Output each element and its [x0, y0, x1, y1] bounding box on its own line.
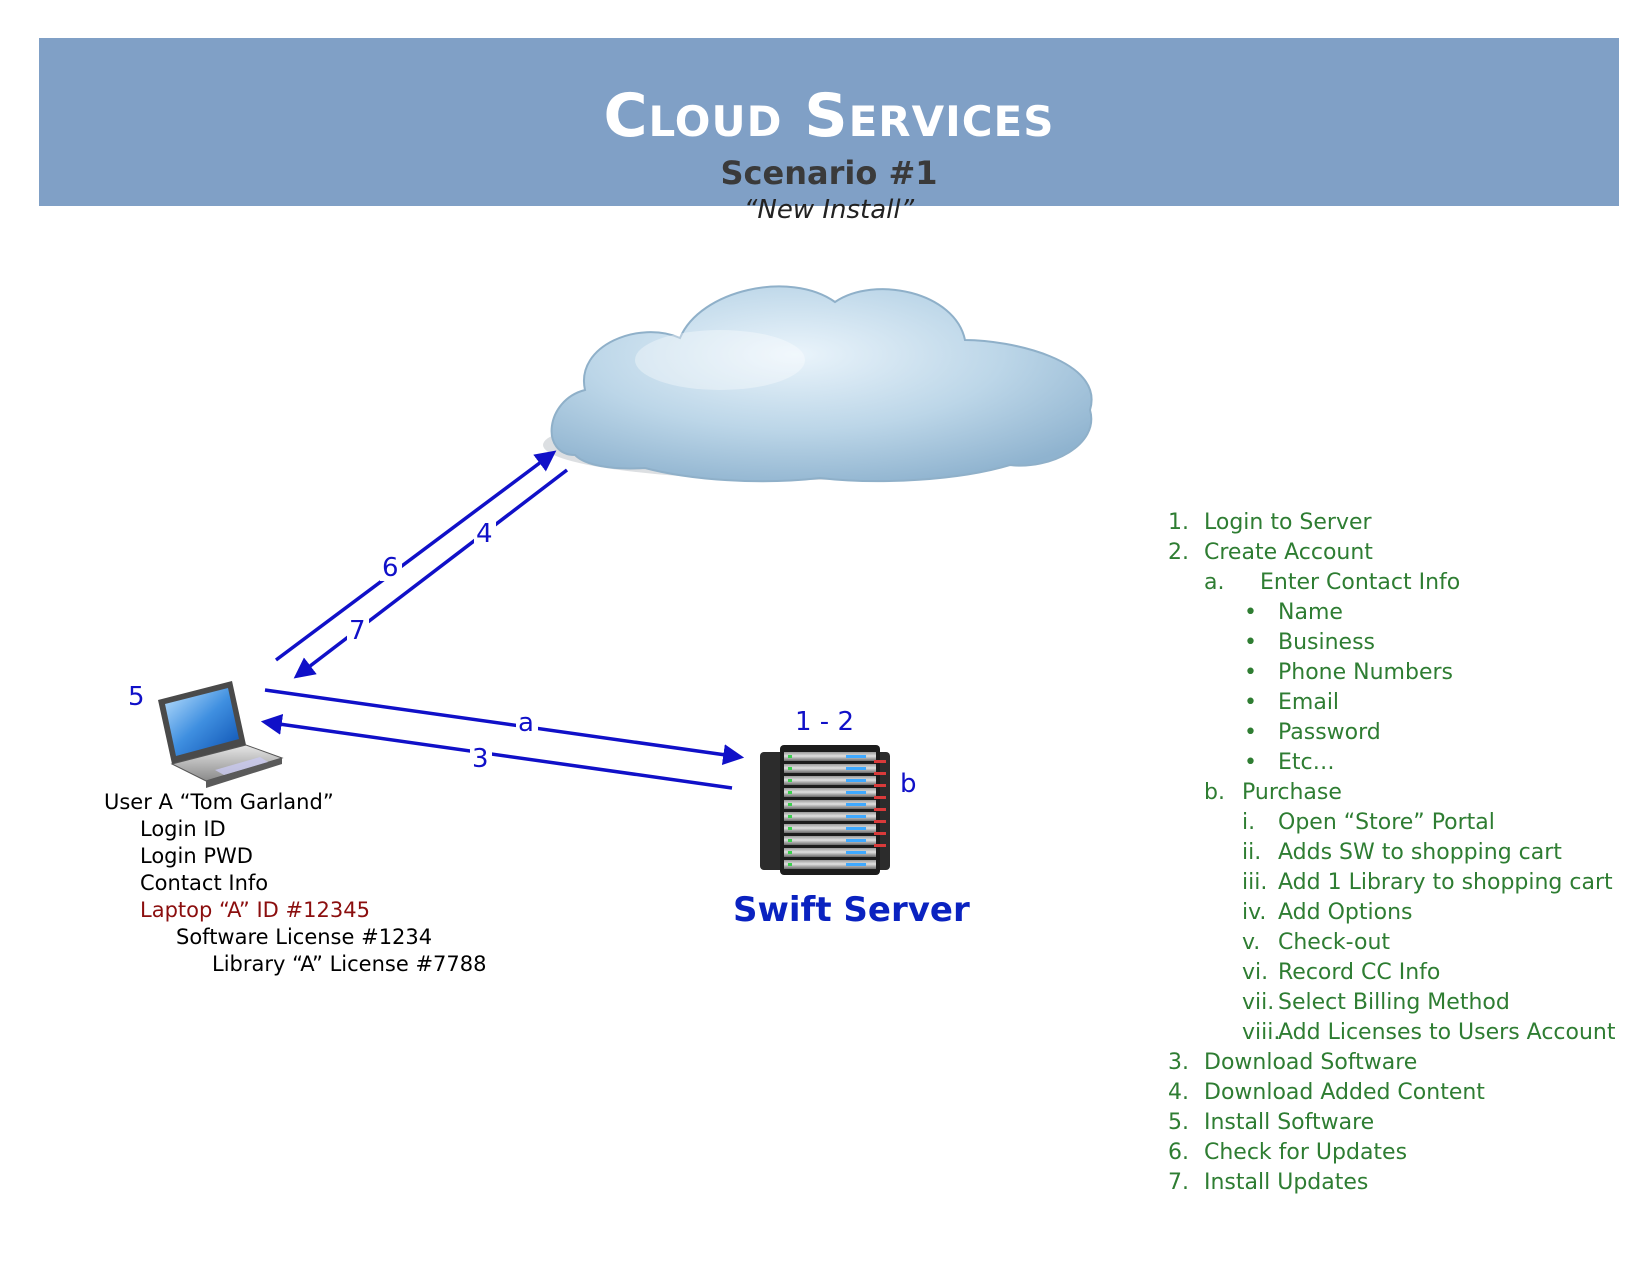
- label-3: 3: [472, 744, 489, 774]
- page-subtitle: Scenario #1: [720, 154, 938, 192]
- arrow-a-laptop-to-server: [264, 688, 745, 766]
- user-login-id: Login ID: [140, 817, 226, 841]
- page-title: Cloud Services: [603, 81, 1055, 151]
- label-1-2: 1 - 2: [795, 707, 854, 737]
- arrow-3-server-to-laptop: [260, 713, 733, 790]
- arrow-7-cloud-to-laptop: [293, 468, 569, 679]
- label-b: b: [900, 769, 917, 799]
- cloud-icon: [543, 285, 1093, 483]
- label-7: 7: [349, 616, 366, 646]
- user-library-license: Library “A” License #7788: [212, 952, 487, 976]
- server-rack-icon: [760, 745, 890, 875]
- user-name: User A “Tom Garland”: [104, 790, 334, 814]
- user-contact-info: Contact Info: [140, 871, 269, 895]
- header-banner: Cloud Services Scenario #1 “New Install”: [39, 38, 1619, 224]
- page-quote: “New Install”: [743, 195, 915, 225]
- label-5: 5: [128, 682, 145, 712]
- label-4: 4: [476, 519, 493, 549]
- connection-arrows: [260, 450, 745, 790]
- laptop-icon: [158, 681, 284, 788]
- label-a: a: [518, 708, 534, 738]
- user-laptop-id: Laptop “A” ID #12345: [140, 898, 370, 922]
- user-login-pwd: Login PWD: [140, 844, 253, 868]
- user-software-license: Software License #1234: [176, 925, 433, 949]
- arrow-labels: 6 4 7 5 a 3 1 - 2 b: [128, 517, 917, 799]
- label-6: 6: [382, 553, 399, 583]
- server-label: Swift Server: [733, 890, 970, 930]
- arrow-6-laptop-to-cloud: [274, 450, 557, 662]
